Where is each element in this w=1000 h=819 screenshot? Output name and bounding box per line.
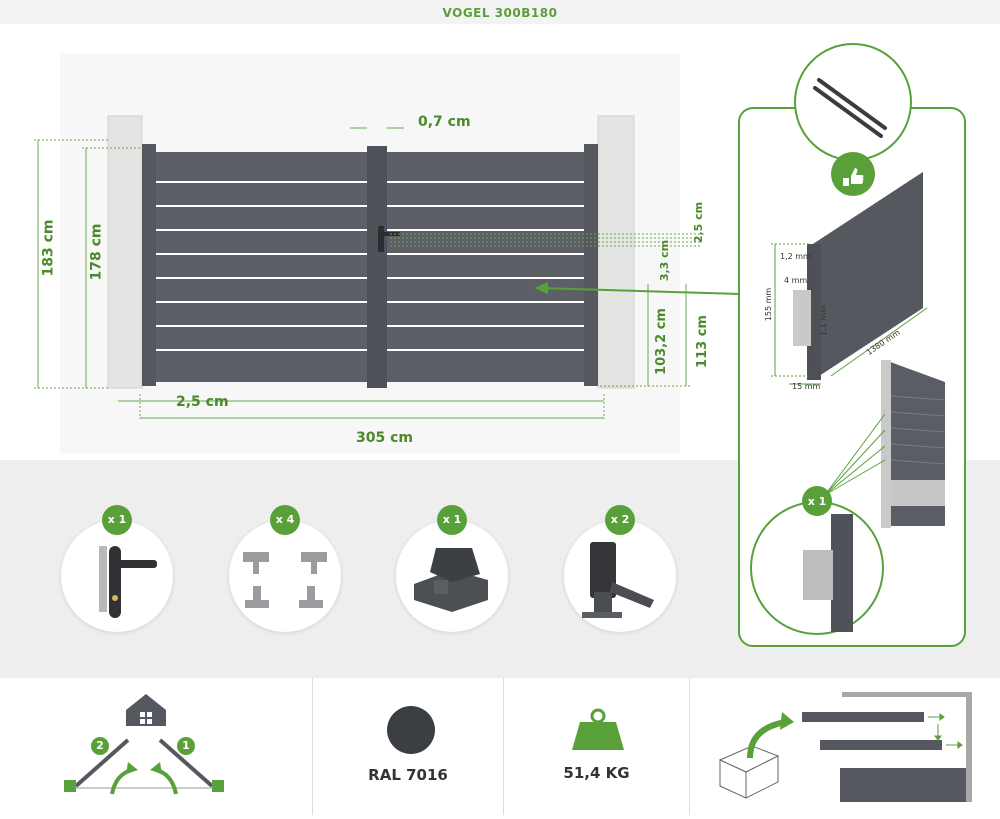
profile-wall: 1,1 mm [818,305,828,336]
height-gate-dimension: 178 cm [88,223,105,281]
profile-bar [813,172,923,380]
profile-height: 155 mm [764,287,774,322]
feature-opening [0,678,313,815]
profile-thickness: 1,2 mm [780,252,811,261]
slat-pitch-dimension: 3,3 cm [658,239,672,282]
bottom-gap-dimension: 2,5 cm [176,394,229,410]
profile-insert [793,290,811,346]
slat-stack [840,768,966,802]
weight-label: 51,4 KG [563,764,630,782]
accessory-gate-holder [564,520,676,632]
assembly-icon [718,692,972,802]
opening-direction-icon [64,694,224,795]
feature-assembly [690,678,1000,815]
height-post-lock-dimension: 113 cm [694,315,710,368]
left-post [107,115,143,389]
handle-lock-icon [99,546,157,618]
accessory-qty-badge: x 1 [437,505,467,535]
step-two-label: 2 [96,739,104,752]
feature-weight: 51,4 KG [504,678,690,815]
height-total-dimension: 183 cm [40,219,57,277]
color-label: RAL 7016 [368,766,448,784]
profile-depth: 15 mm [792,382,821,391]
tie-rod-circle [794,43,912,161]
accessory-qty-badge: x 4 [270,505,300,535]
profile-pointer-arrow [539,287,741,295]
gap-dimension: 0,7 cm [418,114,471,130]
step-two-badge [91,737,109,755]
slat-two [820,740,942,750]
slat-gaps [156,181,584,351]
step-one-badge [177,737,195,755]
hinges-icon [243,552,327,608]
thumb-up-icon [843,168,864,186]
profile-detail-panel [738,43,966,647]
slat-gap-dimension: 2,5 cm [692,201,706,244]
width-total-dimension: 305 cm [356,430,413,446]
accessory-hinges [229,520,341,632]
step-one-label: 1 [182,739,190,752]
right-stile [584,144,598,386]
gate-drawing [34,54,741,454]
height-lock-dimension: 103,2 cm [653,308,669,375]
slat-one [802,712,924,722]
left-stile [142,144,156,386]
gate-stop-icon [414,548,488,612]
accessory-qty-badge: x 1 [102,505,132,535]
product-title: VOGEL 300B180 [0,0,1000,24]
gate-handle [378,226,384,252]
accessory-qty-badge: x 2 [605,505,635,535]
house-icon [126,694,166,726]
accessory-handle-lock [61,520,173,632]
detail-qty-badge [802,486,832,516]
center-stile [367,146,387,388]
feature-color: RAL 7016 [313,678,504,815]
detail-qty: x 1 [807,495,827,508]
color-swatch [387,706,435,754]
weight-icon [572,708,624,750]
gate-holder-icon [582,542,654,618]
profile-groove: 4 mm [784,276,808,285]
right-post [597,115,635,389]
accessory-gate-stop [396,520,508,632]
